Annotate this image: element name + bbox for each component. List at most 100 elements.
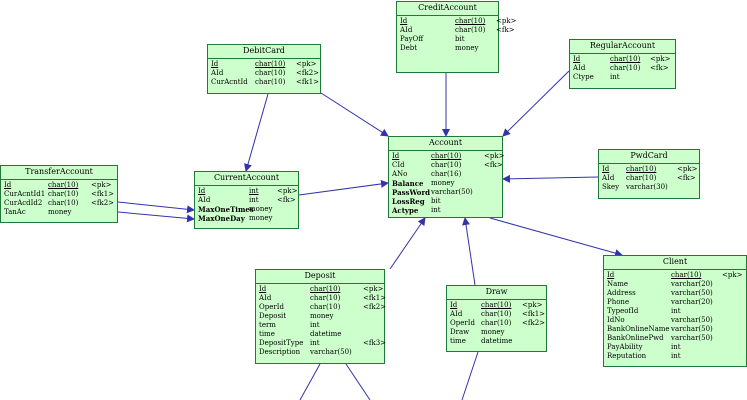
attribute-name: CId	[392, 161, 405, 169]
attribute-type: char(10)	[48, 190, 79, 198]
attribute-type: char(16)	[431, 170, 462, 178]
attribute-type: char(10)	[626, 174, 657, 182]
attribute-name: Id	[259, 285, 267, 293]
entity-title: Deposit	[256, 270, 384, 284]
relationship-deposit-out-2	[345, 363, 371, 400]
relationship-draw-out	[461, 351, 479, 400]
attribute-name: Debt	[400, 44, 418, 52]
attribute-name: Id	[211, 60, 219, 68]
attribute-name: MaxOneTimes	[198, 205, 254, 214]
attribute-type: datetime	[310, 330, 342, 338]
relationship-account-to-client	[489, 217, 623, 257]
attribute-type: char(10)	[255, 78, 286, 86]
attribute-type: varchar(50)	[671, 289, 713, 297]
relationship-current-to-account	[298, 179, 389, 196]
attribute-name: OperId	[450, 319, 475, 327]
attribute-row: Description varchar(50)	[256, 348, 384, 357]
attribute-type: char(10)	[610, 64, 641, 72]
attribute-key: <fk2>	[363, 303, 387, 311]
attribute-type: money	[481, 328, 505, 336]
attribute-type: char(10)	[255, 69, 286, 77]
attribute-type: money	[249, 205, 273, 213]
attribute-type: char(10)	[255, 60, 286, 68]
attribute-key: <fk1>	[296, 78, 320, 86]
attribute-name: Balance	[392, 179, 424, 188]
attribute-type: int	[310, 321, 320, 329]
attribute-type: char(10)	[626, 165, 657, 173]
attribute-type: char(10)	[431, 152, 462, 160]
entity-title: CurrentAccount	[195, 172, 298, 186]
attribute-name: CurAcntId1	[4, 190, 46, 198]
attribute-type: char(10)	[481, 310, 512, 318]
attribute-type: char(10)	[310, 303, 341, 311]
attribute-type: varchar(30)	[626, 183, 668, 191]
attribute-name: BankOnlineName	[607, 325, 670, 333]
attribute-type: varchar(50)	[671, 325, 713, 333]
attribute-type: varchar(50)	[671, 316, 713, 324]
attribute-name: BankOnlinePwd	[607, 334, 664, 342]
attribute-key: <pk>	[650, 55, 671, 63]
attribute-type: varchar(50)	[310, 348, 352, 356]
relationship-draw-to-account	[462, 217, 476, 286]
attribute-key: <fk2>	[91, 199, 115, 207]
attribute-name: DepositType	[259, 339, 304, 347]
attribute-type: datetime	[481, 337, 513, 345]
attribute-name: Phone	[607, 298, 630, 306]
attribute-name: PassWord	[392, 188, 431, 197]
attribute-type: int	[249, 196, 259, 204]
entity-title: TransferAccount	[1, 166, 117, 180]
attribute-name: ANo	[392, 170, 408, 178]
entity-title: Client	[604, 256, 746, 270]
attribute-name: Id	[573, 55, 581, 63]
attribute-key: <pk>	[496, 17, 517, 25]
attribute-type: int	[671, 307, 681, 315]
attribute-name: Description	[259, 348, 301, 356]
attribute-name: Id	[392, 152, 400, 160]
attribute-type: char(10)	[310, 294, 341, 302]
entity-title: Draw	[447, 286, 546, 300]
attribute-type: char(10)	[455, 17, 486, 25]
attribute-key: <pk>	[722, 271, 743, 279]
attribute-name: MaxOneDay	[198, 214, 245, 223]
attribute-type: varchar(50)	[431, 188, 473, 196]
attribute-name: PayOff	[400, 35, 424, 43]
attribute-name: AId	[198, 196, 211, 204]
relationship-debit-to-account	[320, 92, 389, 137]
attribute-key: <pk>	[296, 60, 317, 68]
attribute-name: Id	[400, 17, 408, 25]
entity-title: CreditAccount	[397, 2, 498, 16]
attribute-key: <pk>	[363, 285, 384, 293]
attribute-type: money	[310, 312, 334, 320]
